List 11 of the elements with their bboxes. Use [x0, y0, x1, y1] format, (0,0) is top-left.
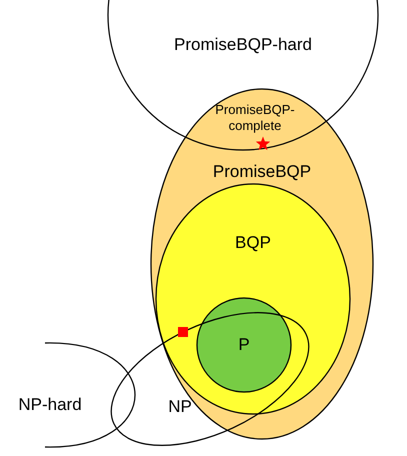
set-region	[196, 297, 292, 393]
class-label: PromiseBQP	[212, 162, 312, 182]
set-region	[150, 88, 374, 440]
class-label: PromiseBQP-hard	[174, 35, 312, 55]
class-label: BQP	[235, 233, 271, 253]
class-label: P	[238, 335, 250, 355]
set-region	[106, 0, 380, 152]
class-label: NP-hard	[18, 395, 82, 415]
class-label: PromiseBQP-complete	[214, 102, 296, 134]
set-region	[155, 183, 351, 415]
class-label: NP	[168, 397, 192, 417]
